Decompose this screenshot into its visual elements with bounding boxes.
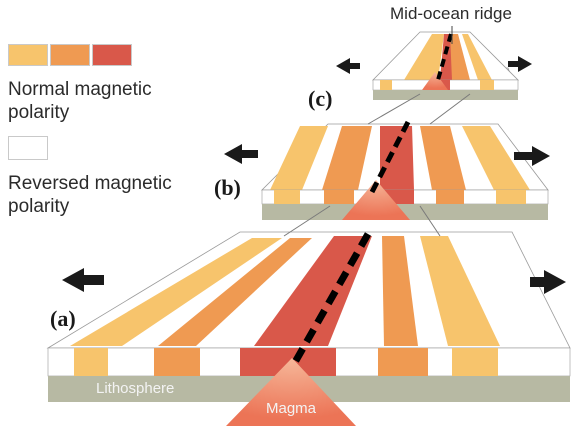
legend-reversed-line1: Reversed magnetic (8, 173, 172, 194)
slab-c-edge-block (480, 80, 494, 90)
magma-label: Magma (266, 400, 317, 417)
slab-c-magma (422, 72, 448, 90)
slab-c-stripe (462, 34, 492, 80)
legend-swatch-1 (8, 44, 48, 66)
slab-c (372, 31, 519, 100)
arrow-left-b (224, 144, 258, 164)
slab-a-stripe (158, 238, 312, 346)
slab-b-stripe (420, 126, 466, 190)
slab-a-edge-block (74, 348, 108, 376)
slab-a-stripe (254, 236, 372, 346)
slab-b-edge-block (496, 190, 526, 204)
slab-a-magma (226, 358, 356, 426)
stage-b-label: (b) (214, 175, 241, 200)
slab-b-ridge-axis (369, 120, 411, 194)
arrow-left-c (336, 58, 360, 74)
stage-a-label: (a) (50, 306, 76, 331)
slab-b (261, 120, 549, 220)
slab-a-edge-block (154, 348, 200, 376)
slab-b-edge-block (274, 190, 300, 204)
slab-c-stripe (404, 34, 444, 80)
slab-b-stripe (322, 126, 372, 190)
arrow-right-b (514, 146, 550, 166)
slab-b-magma (342, 180, 410, 220)
slab-a-ridge-axis (290, 232, 372, 366)
slab-b-lithosphere (262, 204, 548, 220)
slab-c-base (373, 90, 518, 100)
ridge-label: Mid-ocean ridge (390, 4, 512, 23)
legend-swatch-2 (50, 44, 90, 66)
legend-swatch-3 (92, 44, 132, 66)
slab-b-stripe (462, 126, 530, 190)
slab-a (46, 231, 571, 426)
slab-b-edge-block (436, 190, 464, 204)
slab-c-stripe (448, 34, 470, 80)
slab-c-stripe (440, 34, 452, 80)
legend-normal-line2: polarity (8, 102, 70, 123)
legend-normal-line1: Normal magnetic (8, 79, 152, 100)
slab-a-stripe (420, 236, 500, 346)
lithosphere-label: Lithosphere (96, 380, 175, 397)
legend-swatch-reversed (8, 136, 48, 160)
stage-c-label: (c) (308, 86, 333, 111)
arrow-left-a (62, 268, 104, 292)
arrow-right-a (530, 270, 566, 294)
legend-reversed-line2: polarity (8, 196, 70, 217)
slab-a-edge-block (378, 348, 428, 376)
stage-connectors (283, 93, 471, 237)
slab-b-edge-block (324, 190, 354, 204)
arrow-right-c (508, 56, 532, 72)
slab-b-stripe (380, 126, 414, 190)
slab-b-stripe (270, 126, 328, 190)
slab-a-edge-block (452, 348, 498, 376)
slab-a-stripe (70, 238, 282, 346)
spreading-arrows (62, 56, 566, 294)
slab-c-ridge-axis (436, 33, 453, 81)
slab-a-stripe (382, 236, 418, 346)
slab-c-edge-block (380, 80, 392, 90)
